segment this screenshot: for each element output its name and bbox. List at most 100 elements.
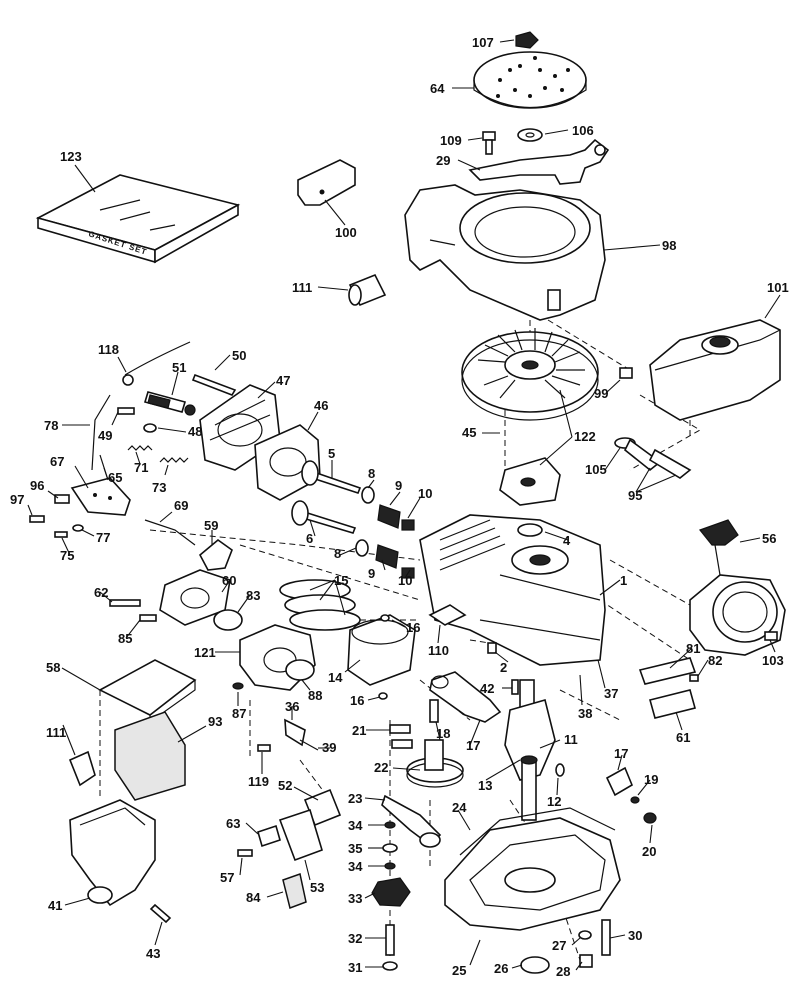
intake-elbow-59	[198, 538, 233, 571]
callout-105: 105	[585, 462, 607, 477]
oil-seal-26	[520, 956, 550, 974]
callout-14: 14	[328, 670, 343, 685]
callout-58: 58	[46, 660, 60, 675]
screw-109	[482, 131, 496, 141]
callout-23: 23	[348, 791, 362, 806]
callout-53: 53	[310, 880, 324, 895]
callout-41: 41	[48, 898, 62, 913]
callout-52: 52	[278, 778, 292, 793]
callout-71: 71	[134, 460, 148, 475]
cable-118	[124, 341, 191, 376]
sump-cover-25	[444, 807, 621, 931]
callout-122: 122	[574, 429, 596, 444]
callout-83: 83	[246, 588, 260, 603]
callout-labels: 107 64 109 106 29 123 100 98 111 101 118…	[10, 35, 789, 979]
screw-85	[139, 614, 157, 622]
callout-107: 107	[472, 35, 494, 50]
callout-118: 118	[98, 342, 119, 357]
callout-21: 21	[352, 723, 366, 738]
screw-57	[237, 849, 253, 857]
sleeve-111	[348, 273, 387, 307]
spring-71	[127, 445, 153, 451]
bracket-63	[257, 824, 281, 848]
callout-73: 73	[152, 480, 166, 495]
washer-48	[143, 423, 157, 433]
lever-36	[284, 718, 306, 747]
callout-30: 30	[628, 928, 642, 943]
gasket-83	[213, 609, 243, 631]
washer-87	[232, 682, 244, 690]
callout-28: 28	[556, 964, 570, 979]
bracket-29	[468, 138, 610, 185]
air-cleaner-cover-58	[98, 659, 197, 716]
dowel-21b	[391, 739, 413, 749]
callout-106: 106	[572, 123, 594, 138]
callout-42: 42	[480, 681, 494, 696]
retainer-10a	[401, 519, 415, 531]
callout-123: 123	[60, 149, 82, 164]
callout-19: 19	[644, 772, 658, 787]
callout-63: 63	[226, 816, 240, 831]
callout-61: 61	[676, 730, 690, 745]
callout-101: 101	[767, 280, 789, 295]
air-cleaner-body-41	[69, 799, 156, 907]
screw-49	[117, 407, 135, 415]
linkage-group	[237, 718, 342, 909]
piston-group	[279, 579, 519, 749]
callout-110: 110	[428, 643, 449, 658]
washer-34b	[384, 862, 396, 870]
callout-6: 6	[306, 531, 313, 546]
flywheel-122	[461, 328, 599, 421]
spring-9a	[377, 504, 401, 529]
oil-pump-group	[371, 794, 442, 971]
tube-95a	[623, 438, 662, 472]
callout-64: 64	[430, 81, 445, 96]
callout-88: 88	[308, 688, 322, 703]
washer-77	[72, 524, 84, 532]
clip-96	[54, 494, 70, 504]
oil-seal-4	[517, 523, 543, 537]
callout-8a: 8	[368, 466, 375, 481]
elbow-111b	[68, 750, 96, 787]
callout-27: 27	[552, 938, 566, 953]
tube-95b	[648, 448, 692, 479]
plug-28	[579, 954, 593, 968]
nut-20	[643, 812, 657, 824]
callout-93: 93	[208, 714, 222, 729]
air-cleaner-group	[68, 659, 197, 924]
washer-106	[517, 128, 543, 142]
callout-33: 33	[348, 891, 362, 906]
callout-43: 43	[146, 946, 160, 961]
callout-47: 47	[276, 373, 290, 388]
ignition-module	[499, 457, 561, 506]
callout-65: 65	[108, 470, 122, 485]
callout-51: 51	[172, 360, 186, 375]
reed-plate-53	[278, 808, 323, 862]
callout-60: 60	[222, 573, 236, 588]
gasket-88	[285, 659, 315, 681]
callout-17a: 17	[466, 738, 480, 753]
callout-32: 32	[348, 931, 362, 946]
callout-26: 26	[494, 961, 508, 976]
callout-49: 49	[98, 428, 112, 443]
callout-111a: 111	[292, 280, 312, 295]
callout-18: 18	[436, 726, 450, 741]
callout-38: 38	[578, 706, 592, 721]
callout-78: 78	[44, 418, 58, 433]
air-filter-93	[114, 711, 186, 801]
callout-46: 46	[314, 398, 328, 413]
callout-75: 75	[60, 548, 74, 563]
rod-bolt-18	[429, 699, 439, 723]
crankshaft-11	[504, 679, 556, 821]
pin-clip-16b	[378, 692, 388, 700]
callout-119: 119	[248, 774, 269, 789]
screw-62	[109, 599, 141, 607]
callout-34a: 34	[348, 818, 363, 833]
callout-37: 37	[604, 686, 618, 701]
muffler-101	[649, 319, 781, 421]
callout-16a: 16	[406, 620, 420, 635]
screw-103	[764, 631, 778, 641]
dowel-21a	[389, 724, 411, 734]
callout-67: 67	[50, 454, 64, 469]
